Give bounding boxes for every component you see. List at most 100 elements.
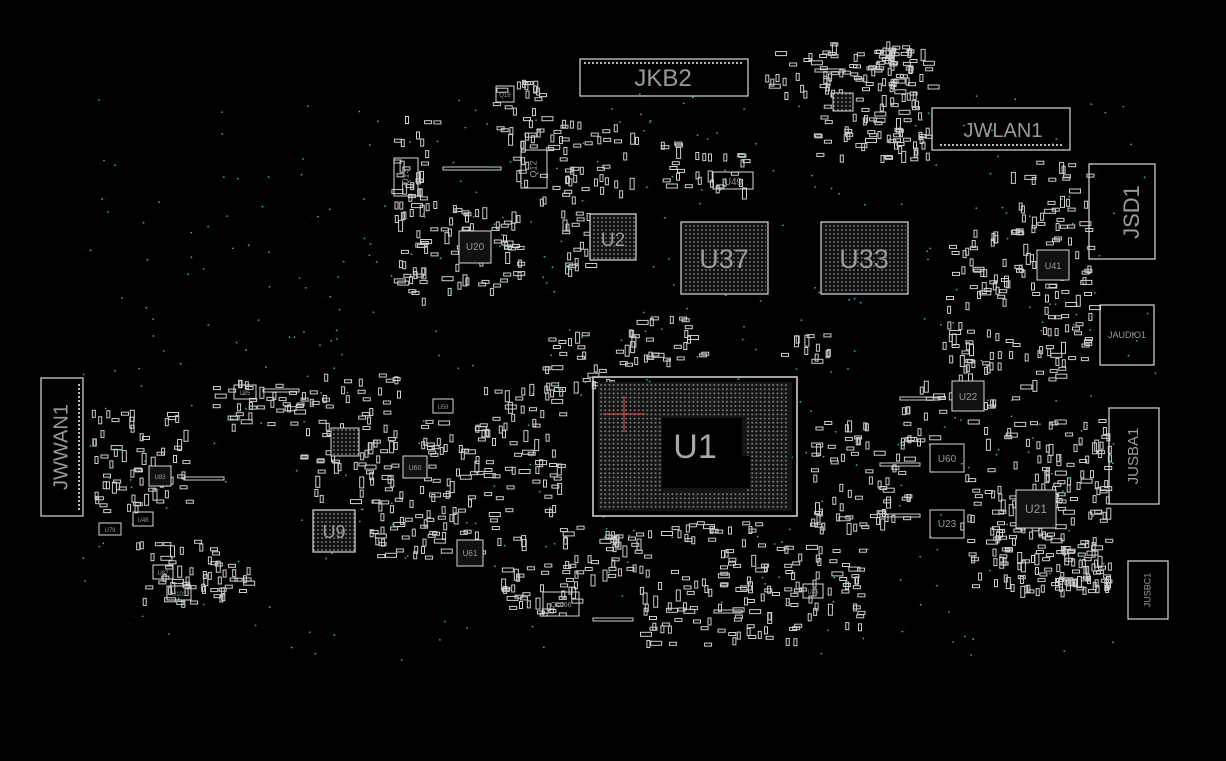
passive-part (1104, 466, 1113, 470)
passive-part (648, 530, 653, 539)
passive-part (380, 513, 385, 522)
passive-part (148, 487, 157, 492)
passive-part (1090, 470, 1094, 479)
passive-part (1020, 384, 1033, 390)
passive-part (1045, 241, 1054, 246)
via (1111, 462, 1114, 465)
chip-u60[interactable]: U60 (929, 443, 965, 473)
passive-part (482, 207, 488, 220)
label-jsd1: JSD1 (1119, 185, 1144, 239)
passive-part (829, 559, 838, 564)
chip-u-misc-left[interactable] (330, 427, 360, 457)
via (1089, 329, 1091, 331)
via (268, 285, 271, 288)
passive-part (1080, 478, 1093, 484)
connector-jwlan1[interactable]: JWLAN1 (931, 107, 1071, 151)
transistor-q12[interactable]: Q12 (520, 149, 548, 189)
passive-part (868, 476, 873, 485)
passive-part (552, 505, 557, 513)
chip-u22[interactable]: U22 (951, 380, 985, 412)
passive-part (901, 496, 910, 501)
chip-u61[interactable]: U61 (456, 539, 484, 567)
passive-part (719, 583, 728, 588)
chip-u41[interactable]: U41 (1036, 249, 1070, 281)
via (1010, 399, 1013, 402)
chip-u9[interactable]: U9 (312, 509, 356, 553)
via (464, 126, 467, 129)
chip-u87[interactable]: U87 (152, 564, 174, 580)
passive-part (608, 573, 617, 578)
passive-part (1050, 421, 1059, 426)
connector-jusba1[interactable]: JUSBA1 (1108, 407, 1160, 505)
passive-part (540, 584, 544, 593)
passive-part (643, 607, 648, 616)
chip-u20[interactable]: U20 (458, 230, 492, 264)
passive-part (100, 454, 109, 459)
passive-part (666, 359, 671, 368)
passive-part (1021, 214, 1026, 223)
chip-u23[interactable]: U23 (929, 509, 965, 539)
connector-jaudio1[interactable]: JAUDIO1 (1099, 304, 1155, 366)
passive-part (619, 190, 624, 199)
connector-jkb2[interactable]: JKB2 (579, 58, 749, 97)
transistor-q1066[interactable]: Q1066 (542, 591, 580, 617)
passive-part (491, 226, 500, 231)
passive-part (551, 449, 556, 458)
via (827, 629, 829, 632)
passive-part (1073, 444, 1078, 453)
passive-part (500, 278, 509, 283)
passive-part (364, 449, 369, 458)
via (1061, 490, 1064, 492)
passive-part (995, 333, 1000, 342)
passive-part (812, 588, 817, 597)
passive-part (385, 378, 394, 383)
passive-part (819, 66, 828, 71)
chip-u83[interactable]: U83 (148, 465, 172, 487)
label-u61: U61 (463, 549, 478, 558)
transistor-q16[interactable]: Q16 (495, 85, 515, 103)
passive-part (848, 566, 861, 572)
chip-u103[interactable]: U103 (166, 585, 192, 601)
chip-u85[interactable]: U85 (233, 384, 257, 400)
passive-part (1038, 533, 1047, 538)
chip-u49[interactable]: U49 (712, 171, 754, 190)
chip-u21[interactable]: U21 (1015, 489, 1057, 529)
chip-u59[interactable]: U59 (432, 398, 454, 414)
connector-jsd1[interactable]: JSD1 (1088, 163, 1156, 260)
passive-part (952, 271, 960, 276)
passive-part (818, 508, 823, 517)
via (449, 292, 452, 294)
transistor-q13[interactable]: Q13 (393, 157, 419, 197)
passive-part (503, 234, 507, 243)
passive-part (969, 246, 978, 251)
connector-jwwan1[interactable]: JWWAN1 (40, 377, 84, 517)
via (564, 412, 567, 415)
passive-part (521, 539, 527, 552)
chip-u600[interactable]: U60 (402, 455, 428, 479)
chip-u455[interactable]: U45 (802, 583, 824, 599)
passive-part (684, 330, 689, 338)
passive-part (483, 473, 496, 479)
via (138, 367, 141, 370)
chip-u2[interactable]: U2 (589, 213, 637, 261)
chip-u-misc-top[interactable] (832, 92, 854, 112)
passive-part (579, 241, 584, 250)
passive-part (536, 129, 541, 138)
passive-part (512, 107, 517, 116)
connector-jusbc1[interactable]: JUSBC1 (1127, 560, 1169, 620)
chip-u79[interactable]: U79 (98, 522, 122, 536)
chip-u33[interactable]: U33 (820, 221, 909, 295)
via (213, 442, 216, 445)
via (89, 249, 92, 252)
passive-part (420, 486, 425, 494)
passive-part (1042, 327, 1047, 335)
passive-part (535, 597, 541, 610)
label-jkb2: JKB2 (634, 65, 691, 92)
passive-part (815, 502, 820, 515)
passive-part (873, 117, 886, 123)
passive-part (986, 539, 998, 545)
chip-u37[interactable]: U37 (680, 221, 769, 295)
via (649, 121, 651, 123)
chip-u1[interactable]: U1 (592, 376, 798, 517)
chip-u48[interactable]: U48 (132, 511, 154, 527)
